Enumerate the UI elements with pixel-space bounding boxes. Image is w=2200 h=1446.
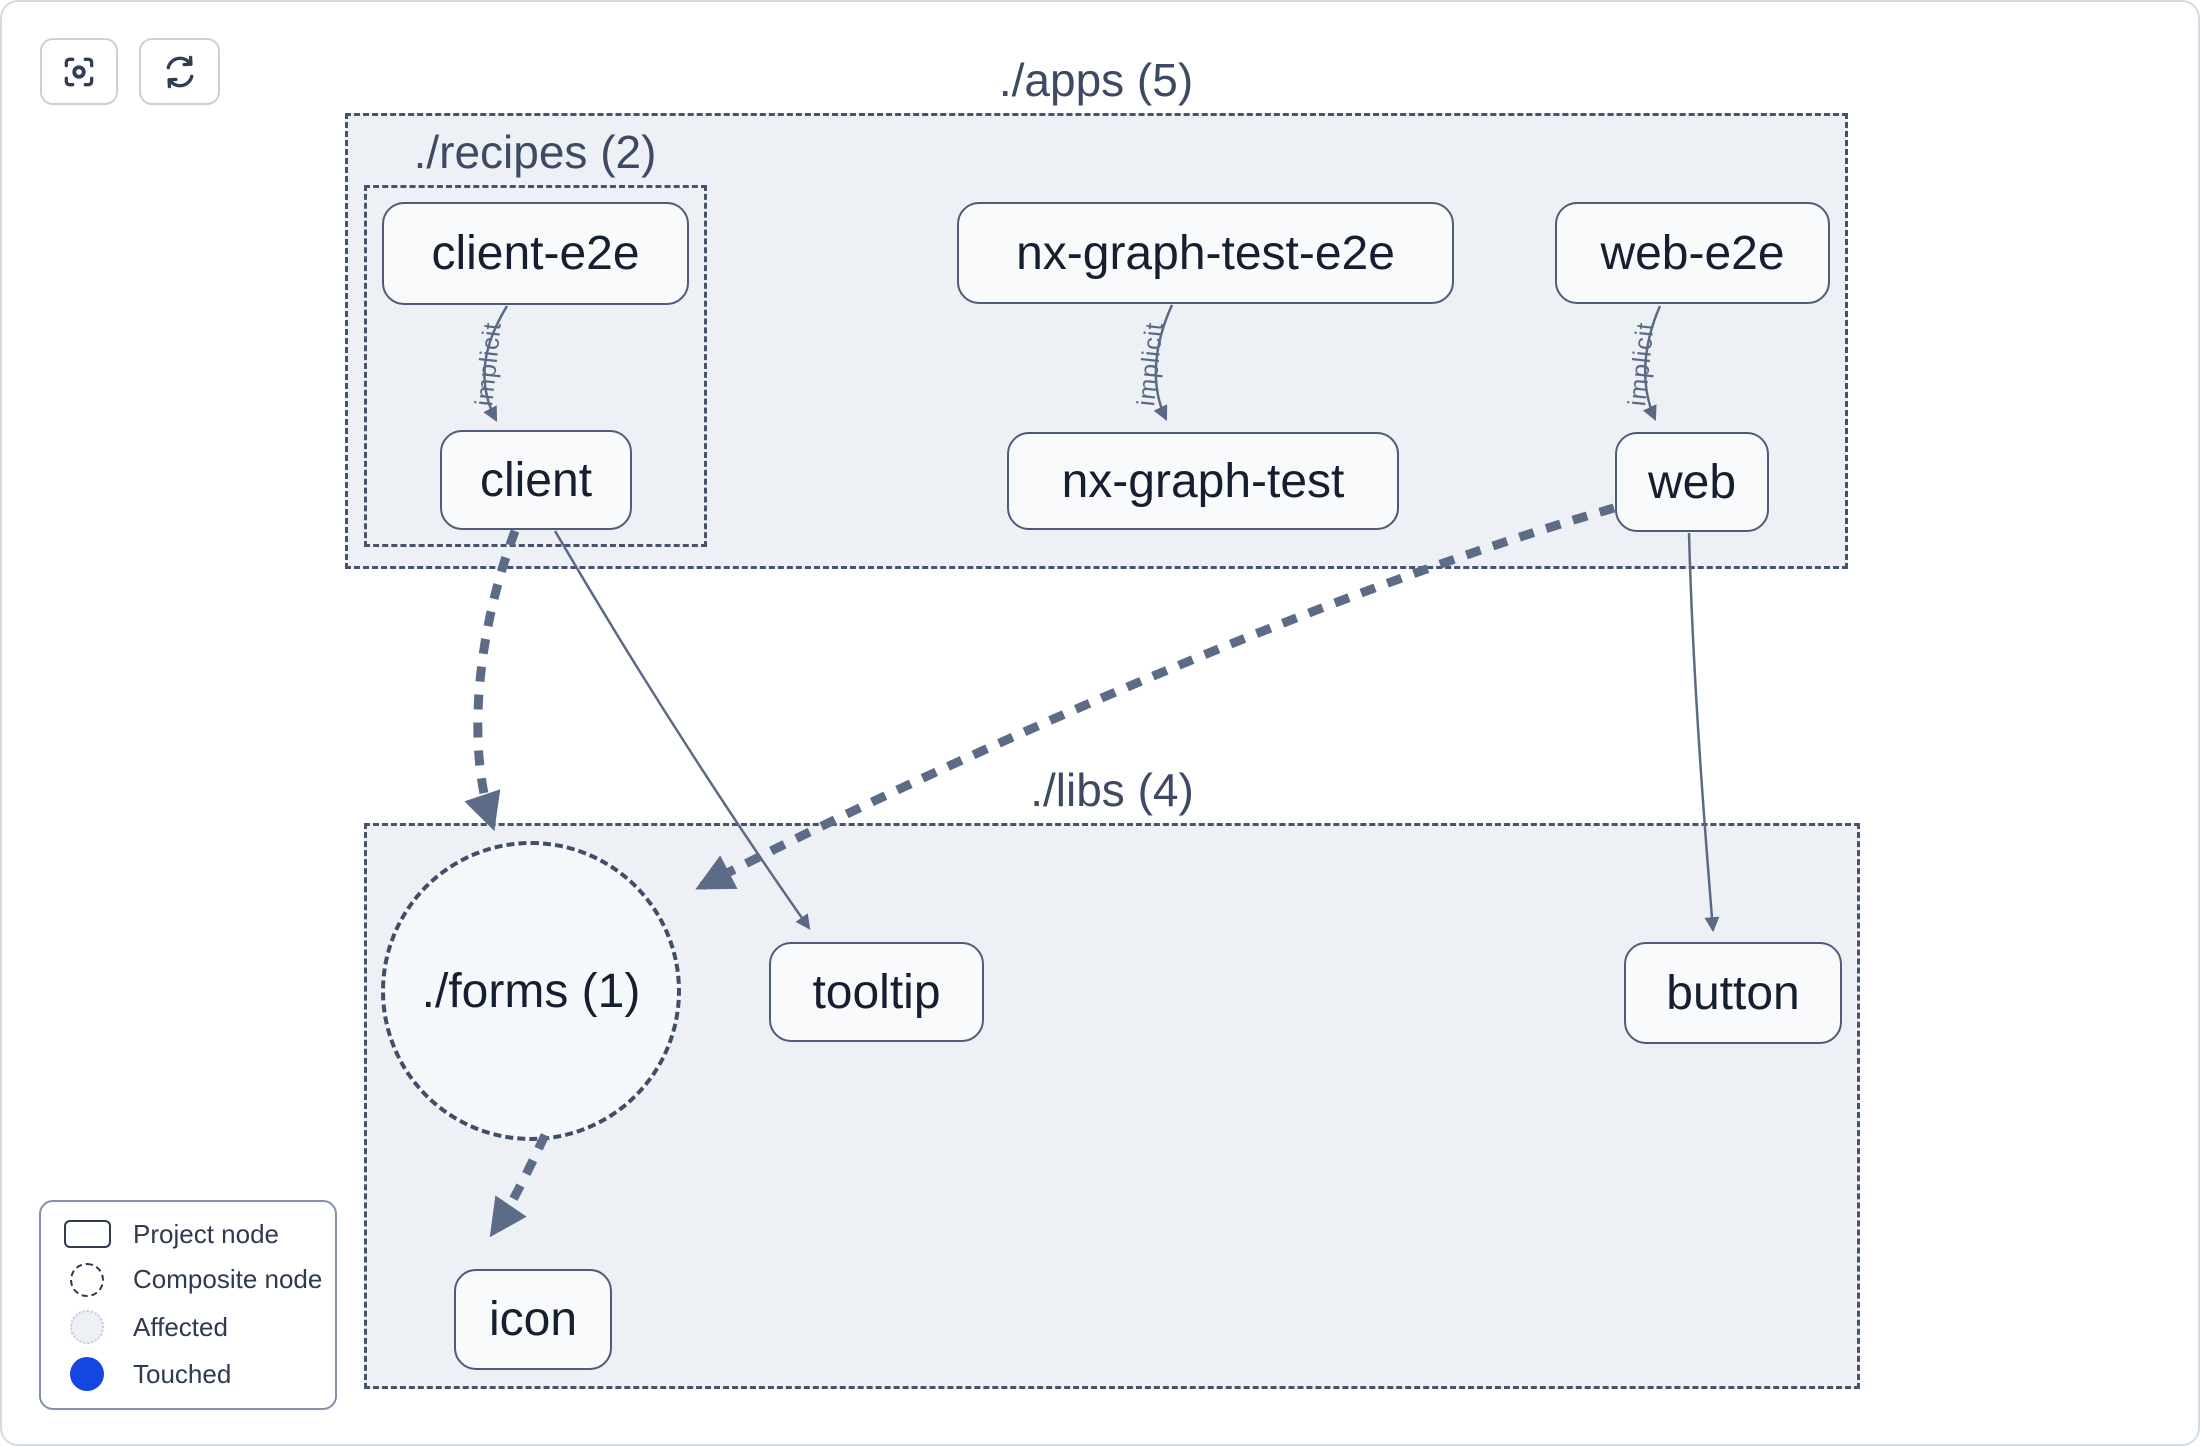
project-node-swatch: [63, 1220, 111, 1249]
node-client-e2e-label: client-e2e: [431, 227, 640, 280]
legend-swatch-wrap: [41, 1310, 133, 1345]
refresh-icon: [166, 55, 193, 88]
node-web-e2e-label: web-e2e: [1600, 226, 1785, 280]
node-button-label: button: [1666, 966, 1800, 1020]
legend-label-composite-node: Composite node: [133, 1264, 323, 1295]
node-button[interactable]: button: [1624, 942, 1842, 1044]
node-web[interactable]: web: [1615, 432, 1769, 532]
legend-swatch-wrap: [41, 1262, 133, 1297]
legend-row-composite-node: Composite node: [41, 1262, 335, 1297]
legend-label-project-node: Project node: [133, 1218, 279, 1249]
node-icon-label: icon: [488, 1293, 578, 1346]
node-web-e2e[interactable]: web-e2e: [1555, 202, 1830, 304]
node-client[interactable]: client: [440, 430, 632, 530]
group-label-apps: ./apps (5): [998, 54, 1194, 106]
focus-icon: [64, 57, 94, 86]
legend-row-project-node: Project node: [41, 1219, 335, 1250]
node-nx-graph-test-e2e-label: nx-graph-test-e2e: [1016, 226, 1395, 280]
legend-row-affected: Affected: [41, 1310, 335, 1345]
edge-client-to-forms[interactable]: [464, 529, 520, 832]
legend-row-touched: Touched: [41, 1357, 335, 1392]
node-nx-graph-test-label: nx-graph-test: [1061, 454, 1345, 508]
affected-swatch: [70, 1310, 104, 1345]
node-tooltip-label: tooltip: [812, 965, 941, 1019]
legend-swatch-wrap: [41, 1220, 133, 1249]
node-tooltip[interactable]: tooltip: [769, 942, 984, 1042]
focus-button[interactable]: [40, 38, 118, 105]
node-client-label: client: [479, 453, 593, 507]
legend-label-touched: Touched: [133, 1358, 232, 1389]
legend-swatch-wrap: [41, 1357, 133, 1392]
composite-node-forms[interactable]: ./forms (1): [381, 841, 681, 1141]
node-nx-graph-test[interactable]: nx-graph-test: [1007, 432, 1399, 530]
node-nx-graph-test-e2e[interactable]: nx-graph-test-e2e: [957, 202, 1454, 304]
group-recipes: [364, 185, 707, 547]
composite-node-swatch: [70, 1262, 104, 1297]
node-web-label: web: [1647, 455, 1737, 509]
legend: Project node Composite node Affected Tou…: [39, 1200, 337, 1410]
node-icon[interactable]: icon: [454, 1269, 612, 1370]
node-client-e2e[interactable]: client-e2e: [382, 202, 689, 305]
composite-node-forms-label: ./forms (1): [421, 964, 641, 1018]
group-label-recipes: ./recipes (2): [413, 126, 657, 178]
legend-label-affected: Affected: [133, 1311, 228, 1342]
touched-swatch: [70, 1357, 104, 1392]
refresh-button[interactable]: [139, 38, 220, 105]
group-label-libs: ./libs (4): [1030, 764, 1194, 816]
